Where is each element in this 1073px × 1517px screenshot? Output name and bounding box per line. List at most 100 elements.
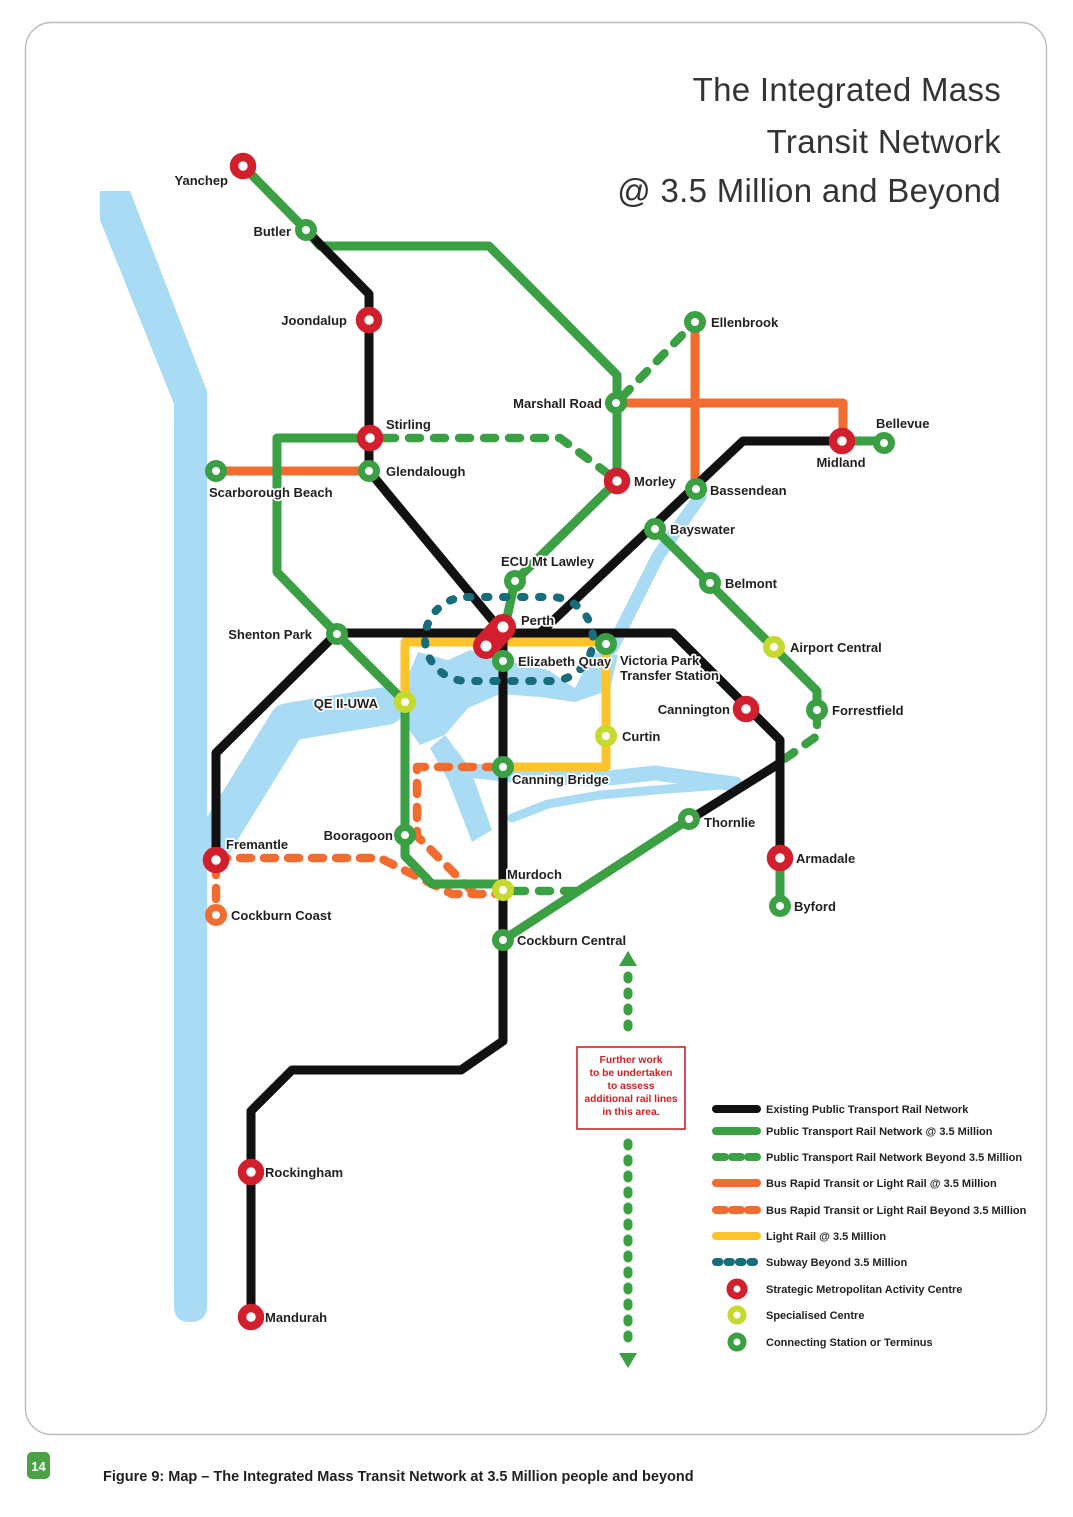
- station-marker: [394, 691, 416, 713]
- ocean-coast-strip: [100, 191, 207, 1322]
- rail-beyond-lines: [379, 323, 822, 896]
- station-marker: [595, 633, 617, 655]
- station-bellevue: Bellevue: [873, 414, 931, 454]
- station-marker: [685, 478, 707, 500]
- station-marker: [237, 1303, 265, 1331]
- station-label: ECU Mt Lawley: [501, 554, 595, 569]
- station-marker: [492, 879, 514, 901]
- rail-35m-lines: [238, 161, 889, 945]
- station-marker: [603, 467, 631, 495]
- station-byford: Byford: [769, 895, 838, 917]
- station-label: Scarborough Beach: [209, 485, 333, 500]
- existing-thornlie-branch: [684, 758, 785, 825]
- rail35-uwa-booragoon-murdoch: [400, 697, 508, 889]
- station-label: Rockingham: [265, 1165, 343, 1180]
- canning-river-lower: [507, 779, 740, 823]
- legend-label: Existing Public Transport Rail Network: [766, 1104, 969, 1116]
- station-curtin: Curtin: [595, 725, 662, 747]
- station-marker: [394, 824, 416, 846]
- station-label: Curtin: [622, 729, 660, 744]
- station-marker: [205, 904, 227, 926]
- railbeyond-stirling-morley: [379, 433, 620, 484]
- figure-caption: Figure 9: Map – The Integrated Mass Tran…: [103, 1469, 694, 1485]
- brt-beyond-fremantle-murdoch: [211, 853, 505, 899]
- station-marker: [766, 844, 794, 872]
- station-airport-central: Airport Central: [763, 636, 883, 658]
- station-marker: [295, 219, 317, 241]
- station-label: Midland: [816, 455, 865, 470]
- page-border: [24, 21, 1048, 1436]
- title-line: @ 3.5 Million and Beyond: [617, 172, 1001, 209]
- rail35-yanchep-butler: [238, 161, 311, 235]
- station-label: Thornlie: [704, 815, 755, 830]
- station-marker: [828, 427, 856, 455]
- station-label: Cockburn Central: [517, 933, 626, 948]
- station-label: QE II-UWA: [314, 696, 379, 711]
- note-line: to assess: [608, 1081, 655, 1092]
- station-label: Booragoon: [324, 828, 393, 843]
- note-box: [576, 1046, 686, 1130]
- station-scarborough-beach: Scarborough Beach: [205, 460, 334, 502]
- station-marker: [504, 570, 526, 592]
- station-label: Perth: [521, 613, 554, 628]
- existing-mandurah-line: [246, 628, 508, 1323]
- station-label: Forrestfield: [832, 703, 904, 718]
- station-fremantle: Fremantle: [202, 835, 290, 874]
- further-work-arrow: [619, 951, 637, 1368]
- station-marker: [205, 460, 227, 482]
- station-label: Marshall Road: [513, 396, 602, 411]
- existing-joondalup-line: [301, 225, 508, 638]
- arrow-down-head: [619, 1353, 637, 1368]
- station-marker: [595, 725, 617, 747]
- station-canning-bridge: Canning Bridge: [492, 756, 611, 789]
- station-stirling: Stirling: [356, 415, 433, 452]
- railbeyond-forrestfield-junction: [778, 709, 822, 765]
- station-marker: [492, 929, 514, 951]
- station-marker: [237, 1158, 265, 1186]
- note-line: Further work: [600, 1055, 663, 1066]
- station-armadale: Armadale: [766, 844, 857, 872]
- station-marker: [769, 895, 791, 917]
- station-label: Mandurah: [265, 1310, 327, 1325]
- station-victoria-park-transfer-station: Victoria Park Transfer Station: [595, 633, 721, 685]
- station-cannington: Cannington: [656, 695, 760, 723]
- station-morley: Morley: [603, 467, 678, 495]
- station-marker: [355, 306, 383, 334]
- station-label: Stirling: [386, 417, 431, 432]
- station-marker: [806, 699, 828, 721]
- station-yanchep: Yanchep: [173, 152, 257, 190]
- stations: Yanchep Butler Joondalup Stirling Glenda…: [173, 152, 931, 1331]
- station-label: Shenton Park: [228, 627, 313, 642]
- station-ellenbrook: Ellenbrook: [684, 311, 781, 333]
- rail35-cockburncentral-thornlie: [498, 814, 694, 945]
- station-label: Cannington: [658, 702, 730, 717]
- note-line: in this area.: [602, 1107, 659, 1118]
- station-mandurah: Mandurah: [237, 1303, 329, 1331]
- note-line: additional rail lines: [584, 1094, 678, 1105]
- railbeyond-marshallroad-ellenbrook: [617, 323, 694, 402]
- station-marker: [699, 572, 721, 594]
- arrow-up-head: [619, 951, 637, 966]
- station-elizabeth-quay: Elizabeth Quay: [492, 650, 614, 672]
- station-rockingham: Rockingham: [237, 1158, 345, 1186]
- station-marker: [873, 432, 895, 454]
- station-marker: [492, 756, 514, 778]
- station-marker: [326, 623, 348, 645]
- station-label: Morley: [634, 474, 677, 489]
- station-joondalup: Joondalup: [280, 306, 383, 334]
- station-label: Ellenbrook: [711, 315, 779, 330]
- station-forrestfield: Forrestfield: [806, 699, 905, 721]
- legend: Existing Public Transport Rail Network P…: [712, 1104, 1027, 1352]
- note-line: to be undertaken: [590, 1068, 673, 1079]
- station-perth: Perth: [473, 611, 556, 659]
- station-label: Yanchep: [175, 173, 229, 188]
- legend-label: Bus Rapid Transit or Light Rail @ 3.5 Mi…: [766, 1178, 997, 1190]
- legend-label: Subway Beyond 3.5 Million: [766, 1257, 907, 1269]
- legend-label: Public Transport Rail Network Beyond 3.5…: [766, 1152, 1022, 1164]
- station-label: Fremantle: [226, 837, 288, 852]
- existing-rail-lines: [211, 225, 847, 1323]
- station-glendalough: Glendalough: [358, 460, 467, 482]
- swan-upper-arm: [605, 490, 707, 655]
- brt-lines: [211, 324, 848, 487]
